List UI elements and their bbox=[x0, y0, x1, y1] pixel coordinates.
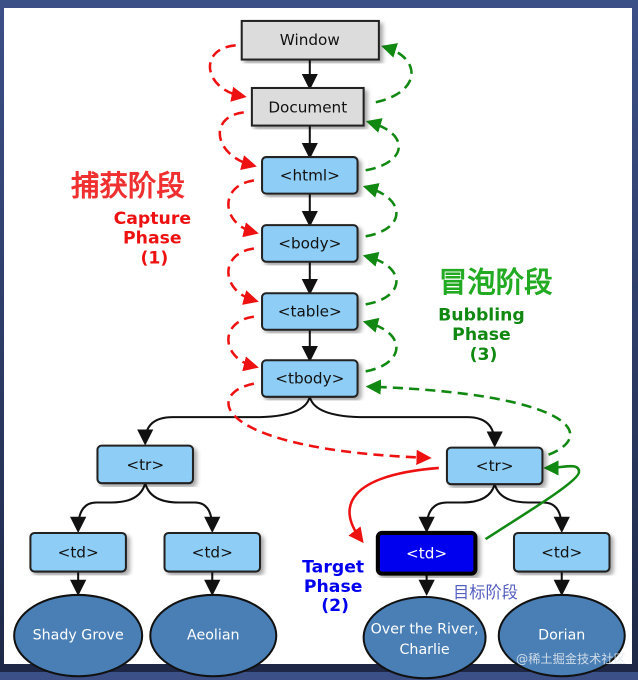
node-document: Document bbox=[250, 86, 365, 127]
tree-edges bbox=[70, 59, 570, 596]
node-html: <html> bbox=[261, 156, 359, 195]
target-line3: (2) bbox=[321, 596, 349, 616]
capture-cn: 捕获阶段 bbox=[71, 170, 185, 203]
leaf-label-line2: Charlie bbox=[400, 642, 450, 658]
capture-label: 捕获阶段 Capture Phase (1) bbox=[71, 170, 191, 269]
target-line2: Phase bbox=[304, 577, 363, 597]
leaf-label: Aeolian bbox=[187, 628, 240, 644]
leaf-label: Dorian bbox=[538, 628, 585, 644]
node-window: Window bbox=[240, 19, 380, 61]
event-flow-diagram: Window Document <html> <body> <table> <t… bbox=[13, 19, 626, 680]
node-label: <body> bbox=[278, 234, 341, 252]
node-label: Window bbox=[280, 31, 340, 49]
bubbling-cn: 冒泡阶段 bbox=[439, 266, 553, 299]
bubbling-line2: Phase bbox=[452, 325, 511, 345]
node-tbody: <tbody> bbox=[261, 359, 359, 398]
node-td-4: <td> bbox=[512, 531, 611, 573]
leaf-aeolian: Aeolian bbox=[149, 593, 278, 678]
node-label: <td> bbox=[192, 543, 233, 561]
capture-line1: Capture bbox=[114, 209, 191, 229]
node-label: Document bbox=[268, 98, 347, 116]
node-td-1: <td> bbox=[29, 531, 127, 573]
node-tr-left: <tr> bbox=[96, 444, 194, 485]
capture-line3: (1) bbox=[140, 249, 168, 269]
node-body: <body> bbox=[261, 224, 359, 263]
node-label: <tr> bbox=[126, 456, 164, 474]
bubbling-arrows bbox=[362, 43, 581, 541]
capture-arrows bbox=[208, 44, 439, 544]
leaf-shady-grove: Shady Grove bbox=[13, 593, 144, 678]
node-td-2: <td> bbox=[163, 531, 262, 573]
bubbling-line3: (3) bbox=[470, 345, 498, 365]
node-label: <table> bbox=[278, 302, 342, 320]
capture-line2: Phase bbox=[123, 228, 182, 248]
leaf-label: Shady Grove bbox=[33, 628, 124, 644]
node-label: <td> bbox=[541, 543, 582, 561]
node-label: <td> bbox=[406, 544, 447, 562]
target-cn: 目标阶段 bbox=[453, 583, 518, 602]
leaf-label-line1: Over the River, bbox=[371, 621, 479, 637]
node-label: <tr> bbox=[476, 457, 514, 475]
node-tr-right: <tr> bbox=[445, 446, 544, 486]
leaf-over-the-river: Over the River, Charlie bbox=[362, 595, 487, 680]
bubbling-label: 冒泡阶段 Bubbling Phase (3) bbox=[438, 266, 553, 365]
diagram-canvas: Window Document <html> <body> <table> <t… bbox=[4, 8, 632, 680]
target-label: Target Phase (2) bbox=[302, 558, 364, 617]
node-table: <table> bbox=[261, 292, 359, 331]
target-line1: Target bbox=[302, 558, 364, 578]
node-label: <td> bbox=[58, 543, 99, 561]
bubbling-line1: Bubbling bbox=[438, 306, 525, 326]
watermark: @稀土掘金技术社区 bbox=[516, 651, 626, 666]
node-label: <html> bbox=[280, 166, 340, 184]
node-label: <tbody> bbox=[275, 370, 344, 388]
node-td-target: <td> bbox=[375, 530, 478, 576]
